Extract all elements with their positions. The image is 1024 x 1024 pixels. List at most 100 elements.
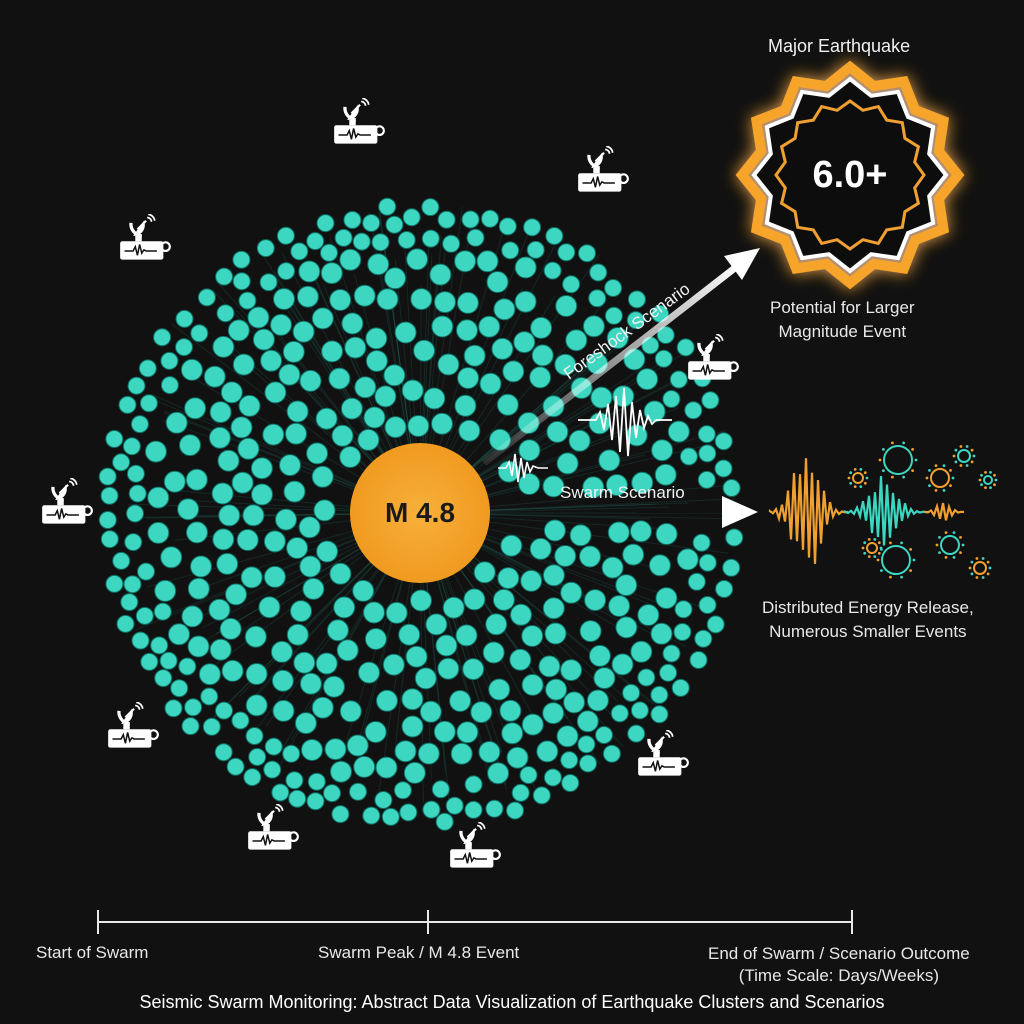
swarm-event-dot (454, 250, 477, 273)
event-particle (847, 468, 869, 488)
swarm-event-dot (288, 789, 307, 808)
swarm-event-dot (579, 754, 597, 773)
swarm-scenario-label: Swarm Scenario (560, 483, 685, 502)
swarm-event-dot (251, 483, 273, 506)
swarm-event-dot (684, 401, 703, 420)
swarm-event-dot (496, 393, 519, 416)
swarm-event-dot (238, 394, 261, 417)
swarm-event-dot (118, 395, 137, 414)
swarm-event-dot (394, 740, 417, 763)
swarm-event-dot (627, 724, 646, 743)
swarm-event-dot (692, 533, 711, 552)
swarm-event-dot (434, 291, 456, 314)
swarm-event-dot (629, 520, 652, 543)
swarm-event-dot (584, 589, 607, 612)
swarm-event-dot (294, 712, 317, 735)
swarm-event-dot (622, 543, 645, 566)
swarm-event-dot (154, 579, 177, 602)
swarm-event-dot (595, 726, 613, 744)
swarm-event-dot (323, 675, 345, 698)
swarm-event-dot (238, 291, 257, 310)
swarm-event-dot (328, 367, 351, 390)
swarm-event-dot (560, 659, 583, 682)
swarm-event-dot (563, 691, 586, 714)
swarm-event-dot (245, 663, 268, 685)
swarm-event-dot (208, 598, 231, 621)
swarm-event-dot (431, 315, 454, 338)
swarm-event-dot (486, 271, 509, 293)
swarm-event-dot (290, 242, 309, 261)
seismograph-station-icon (576, 146, 630, 194)
swarm-event-dot (120, 593, 139, 612)
swarm-event-dot (346, 734, 369, 757)
swarm-event-dot (340, 397, 363, 420)
swarm-event-dot (506, 746, 529, 769)
swarm-event-dot (339, 446, 362, 468)
swarm-event-dot (378, 197, 397, 216)
swarm-event-dot (456, 291, 479, 314)
swarm-event-dot (662, 390, 681, 408)
swarm-event-dot (482, 641, 505, 664)
swarm-event-dot (662, 644, 681, 663)
swarm-event-dot (313, 499, 336, 522)
swarm-event-dot (227, 319, 250, 342)
swarm-event-dot (397, 231, 416, 249)
swarm-event-dot (532, 786, 551, 805)
swarm-event-dot (544, 622, 567, 645)
swarm-event-dot (492, 588, 515, 611)
swarm-event-dot (203, 365, 226, 388)
swarm-event-dot (554, 353, 577, 376)
swarm-event-dot (219, 617, 242, 640)
swarm-event-dot (116, 614, 135, 633)
swarm-event-dot (365, 327, 388, 350)
swarm-event-dot (509, 648, 532, 671)
swarm-event-dot (147, 521, 170, 544)
swarm-description-line1: Distributed Energy Release, (762, 598, 974, 617)
swarm-event-dot (230, 416, 253, 439)
swarm-event-dot (315, 652, 338, 675)
swarm-event-dot (557, 243, 576, 262)
swarm-event-dot (128, 484, 147, 503)
swarm-event-dot (491, 337, 514, 360)
swarm-event-dot (654, 463, 677, 486)
swarm-event-dot (725, 528, 744, 547)
swarm-event-dot (181, 605, 204, 628)
swarm-event-dot (208, 426, 231, 449)
swarm-event-dot (478, 741, 501, 763)
swarm-event-dot (140, 652, 159, 671)
swarm-event-dot (714, 459, 733, 478)
swarm-event-dot (232, 353, 255, 376)
swarm-event-dot (500, 534, 523, 557)
swarm-event-dot (221, 659, 244, 682)
swarm-event-dot (285, 422, 307, 445)
swarm-event-dot (546, 420, 569, 443)
swarm-event-dot (112, 453, 131, 472)
swarm-event-dot (131, 631, 150, 650)
swarm-event-dot (362, 214, 381, 232)
swarm-event-dot (543, 519, 566, 542)
swarm-event-dot (698, 596, 717, 614)
swarm-event-dot (202, 717, 221, 736)
swarm-event-dot (240, 566, 263, 589)
swarm-event-dot (159, 651, 178, 670)
swarm-event-dot (542, 475, 565, 498)
swarm-event-dot (433, 720, 456, 743)
swarm-event-dot (137, 562, 155, 581)
distributed-waveform (768, 458, 965, 564)
swarm-event-dot (493, 298, 516, 321)
swarm-event-dot (636, 368, 659, 391)
swarm-event-dot (198, 663, 221, 686)
swarm-event-dot (306, 232, 325, 251)
swarm-event-dot (679, 447, 698, 466)
swarm-event-dot (384, 416, 407, 439)
swarm-event-dot (650, 622, 673, 645)
swarm-event-dot (278, 363, 301, 386)
swarm-event-dot (422, 800, 441, 819)
swarm-event-dot (526, 240, 545, 259)
swarm-event-dot (598, 449, 621, 472)
swarm-event-dot (394, 321, 417, 344)
swarm-event-dot (542, 702, 565, 725)
swarm-event-dot (186, 521, 208, 544)
swarm-event-dot (272, 699, 295, 722)
swarm-event-dot (122, 437, 141, 456)
